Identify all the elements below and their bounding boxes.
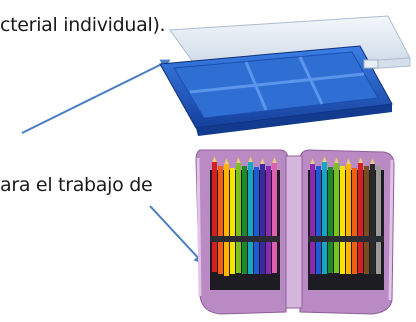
slide-text-line-2: ara el trabajo de (0, 174, 153, 196)
arrow-to-pencil-box (21, 59, 171, 134)
arrow-to-pencil-case (149, 205, 205, 265)
pencil-box-image (159, 15, 411, 136)
pencil-case-image (195, 149, 395, 315)
slide-text-line-1: cterial individual). (0, 14, 166, 36)
